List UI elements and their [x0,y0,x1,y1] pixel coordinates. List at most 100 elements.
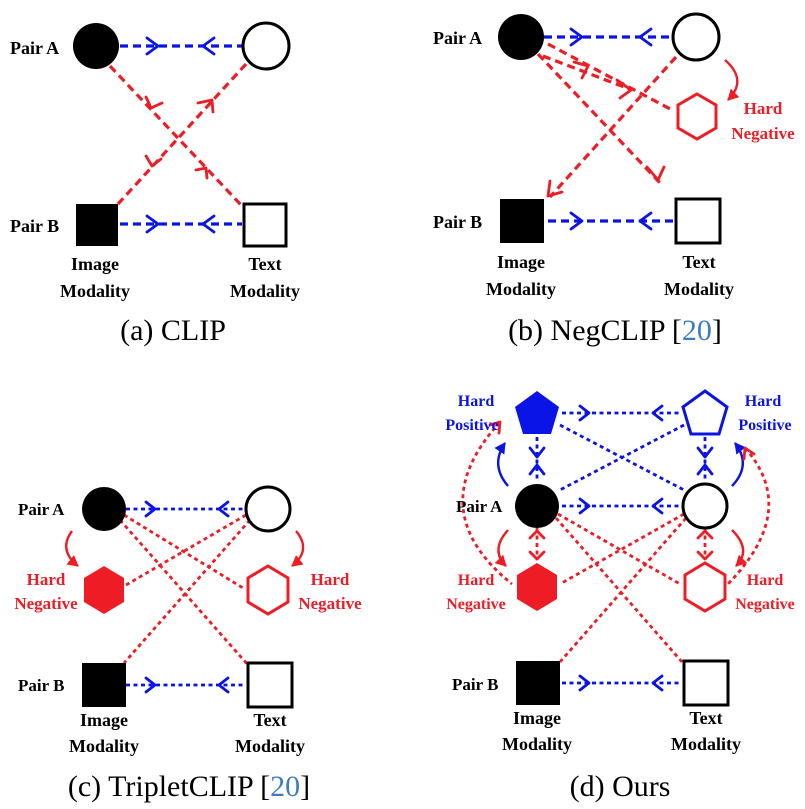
arrowhead [578,674,591,692]
hard-label: Hard [458,393,495,410]
text-label: Text [253,710,286,730]
hard-label: Hard [458,572,495,589]
image-node-a [82,487,126,531]
edge-negative [548,55,678,199]
arrowhead [488,420,502,435]
negative-label: Negative [735,596,795,613]
pair-a-label: Pair A [18,500,65,519]
arrowhead [696,463,714,476]
edge-negative [122,519,252,664]
edge-negative [559,512,685,586]
panel-tripletclip: Pair A Pair B Hard Negative Hard Negativ… [14,485,362,803]
image-label: Image [71,254,119,274]
hard-positive-link [731,442,746,487]
arrowhead [528,529,546,540]
image-label: Image [513,708,561,728]
arrowhead [144,676,157,694]
image-node-b [516,661,560,705]
arrowhead [638,211,653,231]
edge-negative [108,64,244,208]
pair-b-label: Pair B [452,675,498,694]
caption-b: (b) NegCLIP [20] [508,314,722,347]
hard-negative-link [65,530,79,567]
caption-a: (a) CLIP [120,314,226,347]
pair-a-label: Pair A [433,28,482,48]
modality-label: Modality [502,734,572,754]
edge-negative [726,447,771,585]
hard-positive-text-node [681,389,729,436]
pair-b-label: Pair B [18,676,64,695]
arrowhead [217,676,230,694]
hard-label: Hard [27,570,66,589]
edge-negative [536,52,664,187]
text-node-a [671,12,721,62]
arrowhead [144,500,157,518]
text-node-b [674,197,722,245]
text-node-a [241,21,291,71]
arrowhead [145,36,160,56]
text-node-a [681,482,729,530]
arrowhead [569,27,584,47]
hard-positive-image-node [515,391,559,434]
pair-a-label: Pair A [456,497,503,516]
hard-label: Hard [744,99,783,118]
arrowhead [742,446,756,461]
arrowhead [651,674,664,692]
edge-positive [559,423,685,492]
arrowhead [528,446,546,459]
pair-b-label: Pair B [10,216,59,236]
hard-negative-text-node [683,561,727,613]
edge-negative [125,513,247,587]
arrowhead [145,214,160,234]
edge-negative [554,517,684,663]
arrowhead [651,497,664,515]
arrowhead [196,98,215,114]
modality-label: Modality [671,734,741,754]
text-node-a [244,485,292,533]
arrowhead [615,78,633,100]
negative-label: Negative [14,594,78,613]
edge-negative [558,517,688,663]
hard-positive-link [494,442,509,487]
negative-label: Negative [731,124,795,143]
text-node-b [682,659,730,707]
arrowhead [528,463,546,476]
image-label: Image [80,710,128,730]
positive-label: Positive [445,417,498,434]
image-node-a [498,14,544,60]
arrowhead [201,36,216,56]
image-node-a [515,484,559,528]
arrowhead [696,529,714,540]
arrowhead [638,27,653,47]
panel-clip: Pair A Pair B Image Modality Text Modali… [10,21,300,347]
arrowhead [528,550,546,561]
edge-negative [123,513,244,590]
hard-label: Hard [745,393,782,410]
modality-label: Modality [69,736,139,756]
arrowhead [201,214,216,234]
arrowhead [696,550,714,561]
negative-label: Negative [298,594,362,613]
edge-negative [542,54,633,92]
pair-a-label: Pair A [10,38,59,58]
arrowhead [217,500,230,518]
arrowhead [696,446,714,459]
negative-label: Negative [446,596,506,613]
arrowhead [578,497,591,515]
hard-negative-link [494,529,509,567]
image-node-a [73,23,119,69]
hard-negative-image-node [84,566,124,614]
arrowhead [194,166,209,180]
modality-label: Modality [664,279,734,299]
panel-ours: Hard Positive Hard Positive Pair A Hard … [445,389,795,803]
hard-label: Hard [311,570,350,589]
image-node-b [500,199,544,243]
image-label: Image [497,252,545,272]
arrowhead [144,154,163,168]
hard-negative-text-node [676,92,718,141]
arrowhead [569,211,584,231]
text-node-b [246,661,294,709]
hard-negative-link [731,529,748,567]
positive-label: Positive [738,417,791,434]
